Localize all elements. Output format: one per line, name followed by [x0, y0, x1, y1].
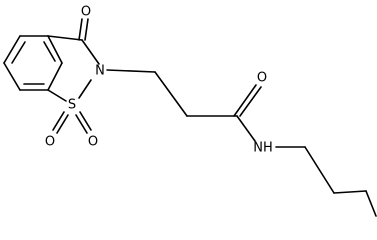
bond-s-c7a [47, 89, 67, 102]
bond-co-o-b [239, 86, 262, 117]
sulfonyl-group [52, 111, 92, 134]
atom-label-carbonyl-oxygen: O [81, 5, 91, 20]
bond-n-s [78, 79, 92, 99]
atom-label-ring-nitrogen: N [95, 64, 105, 79]
bond-s-o-left-b [56, 114, 69, 134]
bond-c1-c2 [304, 146, 335, 194]
butyl-chain [275, 146, 377, 217]
bond-co-nh [236, 115, 256, 142]
bond-c2-c3 [333, 190, 367, 194]
atom-label-amide-oxygen: O [257, 71, 267, 86]
bond-co-o-a [233, 84, 257, 117]
atom-label-sulfur: S [68, 98, 76, 113]
molecule-structure: O N S O O O NH [3, 5, 377, 217]
bond-benzene-1 [3, 35, 21, 64]
bond-s-o-left-a [52, 111, 65, 131]
bond-s-o-right-a [79, 111, 92, 131]
benzene-ring [3, 35, 63, 91]
bond-c3-o-b [84, 18, 89, 41]
bond-c3a-c3 [47, 35, 83, 41]
bond-c3-o-a [78, 18, 83, 41]
bond-n-ch2 [106, 69, 156, 73]
atom-label-amide-nitrogen: NH [253, 141, 273, 156]
bond-c3-n [81, 39, 100, 65]
bond-ch2-ch2 [154, 71, 188, 117]
bond-benzene-3 [47, 35, 63, 64]
atom-label-sulfonyl-oxygen-right: O [88, 135, 98, 150]
bond-s-o-right-b [75, 114, 88, 134]
propanamide-chain [106, 69, 262, 142]
bond-benzene-6 [3, 62, 21, 91]
atom-label-sulfonyl-oxygen-left: O [45, 135, 55, 150]
bond-benzene-inner-1 [11, 41, 26, 64]
bond-c3-c4 [365, 190, 377, 217]
isothiazole-ring [47, 18, 100, 102]
bond-benzene-4 [47, 62, 63, 91]
bond-benzene-inner-2 [43, 41, 56, 62]
